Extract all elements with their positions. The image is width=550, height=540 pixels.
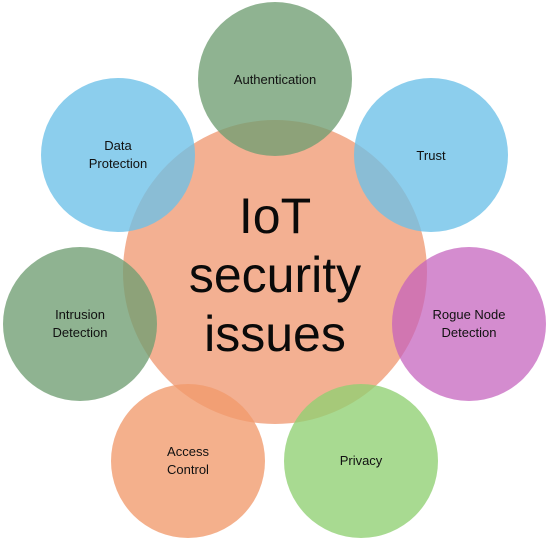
data-protection-circle	[41, 78, 195, 232]
center-circle	[123, 120, 427, 424]
intrusion-detection-circle	[3, 247, 157, 401]
access-control-circle	[111, 384, 265, 538]
trust-circle	[354, 78, 508, 232]
privacy-circle	[284, 384, 438, 538]
authentication-circle	[198, 2, 352, 156]
rogue-node-detection-circle	[392, 247, 546, 401]
